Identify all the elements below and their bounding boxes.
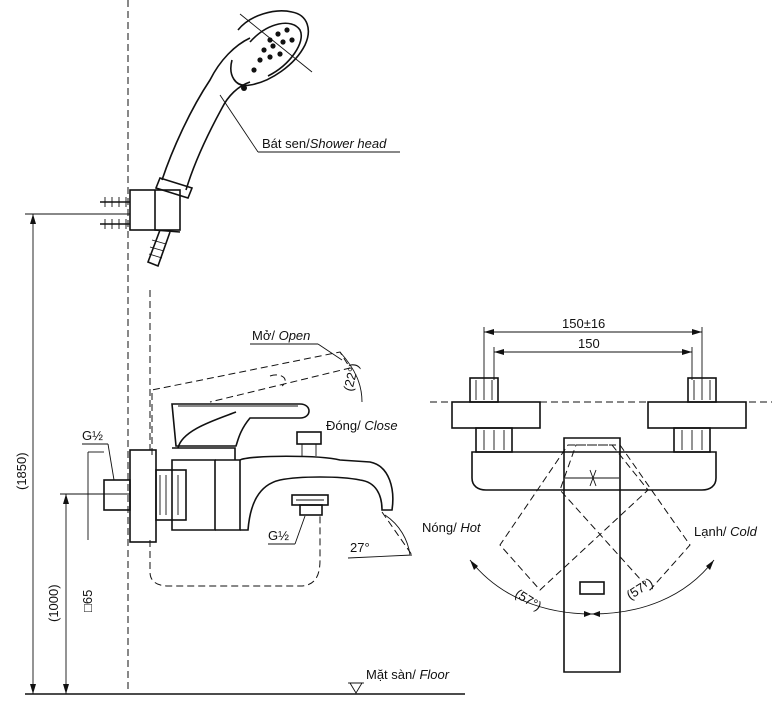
front-lever-hot — [499, 444, 649, 591]
shower-head — [230, 10, 313, 91]
dimension-spacing: 150±16 150 — [483, 316, 703, 380]
spout-angle: 27° — [347, 511, 413, 559]
outlet-connector — [291, 431, 329, 516]
shower-hose-end — [146, 229, 171, 268]
right-connector — [647, 377, 747, 453]
square-label: □65 — [80, 590, 95, 612]
rotation-arc: (57°) (57°) — [469, 559, 715, 617]
mixer-body-side — [171, 411, 394, 531]
shower-head-handle — [154, 37, 251, 199]
hose-path — [149, 290, 321, 587]
angle-hot-label: (57°) — [512, 586, 544, 614]
left-connector — [451, 377, 541, 453]
open-label: Mở/ Open — [252, 328, 310, 343]
dimension-height-total: (1850) — [14, 213, 130, 694]
angle-open-label: (22°) — [340, 362, 361, 393]
mixer-lever-side — [171, 403, 310, 447]
floor-label: Mặt sàn/ Floor — [366, 667, 450, 682]
shower-holder — [100, 189, 181, 233]
thread-inlet: G½ — [82, 428, 115, 481]
spacing-range-label: 150±16 — [562, 316, 605, 331]
close-label: Đóng/ Close — [326, 418, 398, 433]
dimension-height-inlet: (1000) — [46, 493, 130, 694]
front-lever-cold — [559, 444, 691, 591]
lever-open-position — [151, 351, 363, 455]
wall-flange — [103, 449, 187, 543]
cold-label: Lạnh/ Cold — [694, 524, 758, 539]
hot-label: Nóng/ Hot — [422, 520, 482, 535]
angle-cold-label: (57°) — [624, 575, 656, 603]
thread-inlet-label: G½ — [82, 428, 103, 443]
floor-line — [25, 682, 465, 695]
height-inlet-label: (1000) — [46, 584, 61, 622]
thread-outlet-label: G½ — [268, 528, 289, 543]
front-mixer-body — [471, 451, 717, 491]
angle-spout-label: 27° — [350, 540, 370, 555]
front-lever-center — [563, 437, 621, 673]
shower-head-callout: Bát sen/Shower head — [219, 94, 400, 153]
thread-outlet: G½ — [268, 515, 306, 545]
dimension-square: □65 — [80, 451, 104, 612]
height-total-label: (1850) — [14, 452, 29, 490]
shower-head-label: Bát sen/Shower head — [262, 136, 387, 151]
spacing-label: 150 — [578, 336, 600, 351]
